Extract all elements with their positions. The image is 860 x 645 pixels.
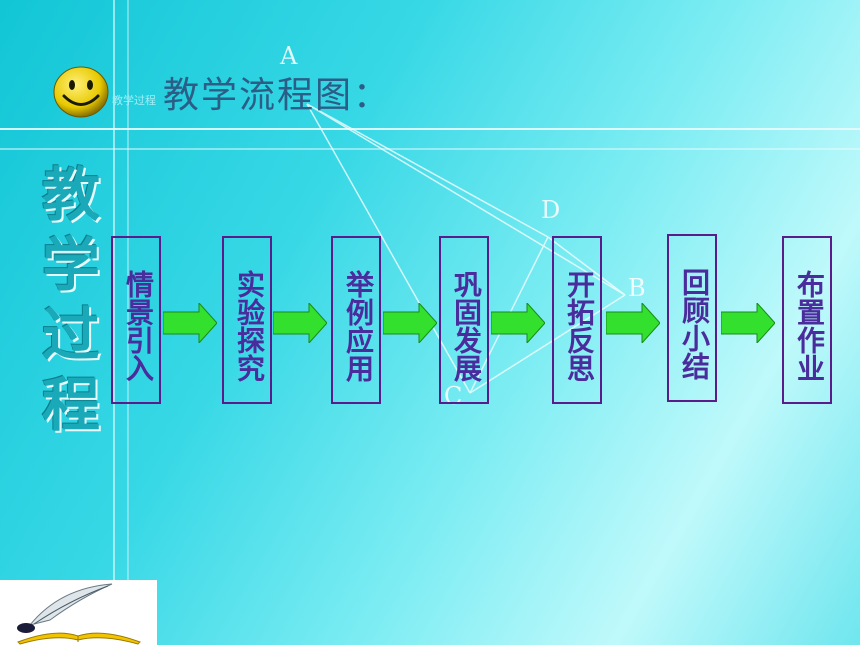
vertical-heading: 教学过程: [41, 161, 100, 439]
step-label: 开拓反思: [563, 270, 596, 382]
step-box-7: 布置作业: [782, 236, 832, 404]
divider-line: [127, 0, 129, 645]
divider-line: [0, 148, 860, 150]
page-title: 教学流程图：: [163, 75, 392, 116]
flow-arrow-icon: [606, 303, 660, 343]
small-caption: 教学过程: [112, 94, 156, 107]
flow-arrow-icon: [273, 303, 327, 343]
geometry-label-d: D: [541, 196, 561, 224]
flow-arrow-icon: [383, 303, 437, 343]
step-label: 回顾小结: [678, 268, 711, 380]
step-box-2: 实验探究: [222, 236, 272, 404]
geometry-label-a: A: [280, 42, 298, 70]
flow-arrow-icon: [491, 303, 545, 343]
step-label: 实验探究: [233, 270, 266, 382]
step-box-6: 回顾小结: [667, 234, 717, 402]
step-box-5: 开拓反思: [552, 236, 602, 404]
step-box-4: 巩固发展: [439, 236, 489, 404]
step-label: 举例应用: [342, 270, 375, 382]
quill-and-book-icon: [0, 580, 157, 645]
step-box-3: 举例应用: [331, 236, 381, 404]
step-box-1: 情景引入: [111, 236, 161, 404]
step-label: 情景引入: [122, 270, 155, 382]
geometry-label-b: B: [628, 274, 646, 302]
flow-arrow-icon: [163, 303, 217, 343]
divider-line: [0, 128, 860, 130]
step-label: 布置作业: [793, 270, 826, 382]
smiley-face-icon: [53, 66, 109, 118]
flow-arrow-icon: [721, 303, 775, 343]
step-label: 巩固发展: [450, 270, 483, 382]
divider-line: [113, 0, 115, 645]
